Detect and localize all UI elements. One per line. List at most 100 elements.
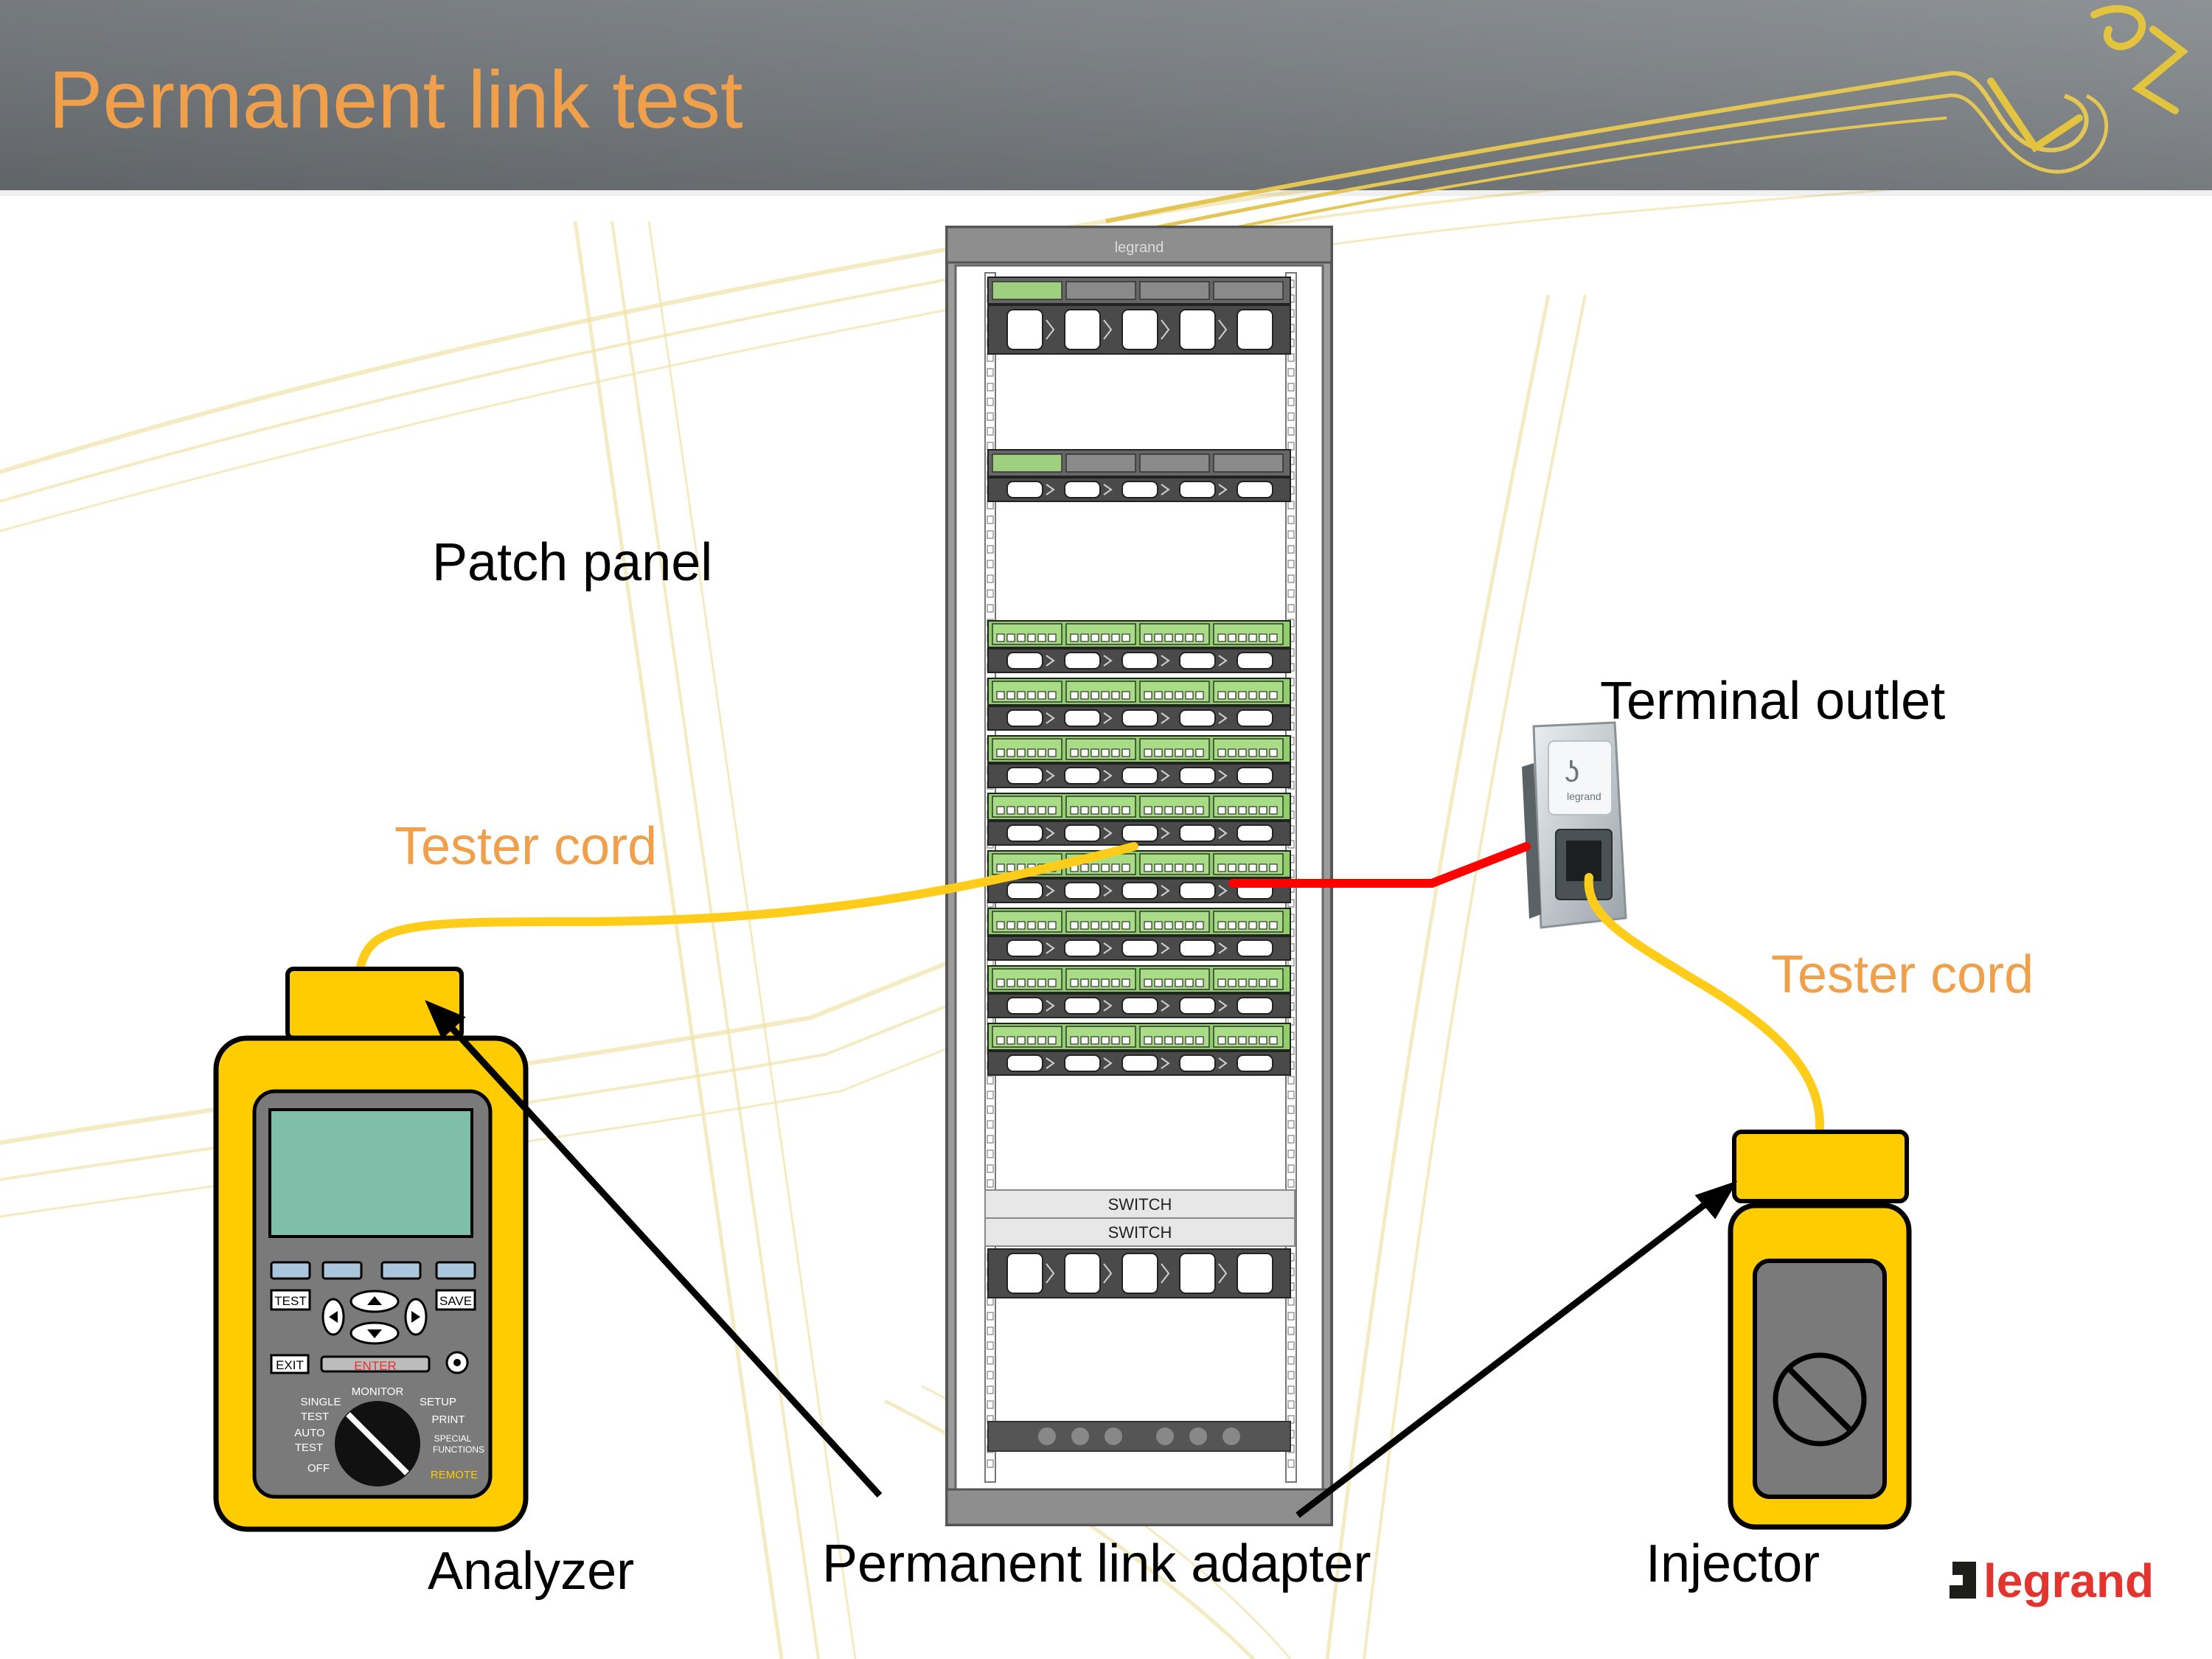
rail-hole (1287, 1135, 1295, 1144)
rail-hole (987, 1459, 994, 1468)
rail-hole (987, 604, 994, 613)
page-title: Permanent link test (49, 55, 743, 145)
patch-panel-row (987, 793, 1291, 821)
arrowhead-analyzer (425, 1000, 466, 1040)
analyzer-device: TEST SAVE EXIT ENTER MONITOR SINGLE TEST (213, 967, 529, 1532)
rail-hole (1287, 1150, 1295, 1158)
label-analyzer: Analyzer (428, 1542, 634, 1601)
rail-hole (1287, 442, 1295, 451)
power-strip (987, 1421, 1291, 1452)
rail-hole (987, 1385, 994, 1394)
rail-hole (1287, 1459, 1295, 1468)
arrowhead-injector (1694, 1180, 1738, 1220)
label-patch-panel: Patch panel (432, 533, 712, 592)
arrows (425, 1000, 1738, 1518)
rail-hole (1287, 1091, 1295, 1099)
label-tester-cord-left: Tester cord (394, 817, 657, 876)
outlet-brand: legrand (1567, 790, 1601, 802)
rail-hole (987, 501, 994, 509)
analyzer-test-key: TEST (274, 1294, 306, 1308)
cable-manager (987, 1051, 1291, 1076)
rail-hole (1287, 397, 1295, 406)
cables (355, 842, 1825, 1133)
dial-test-2: TEST (295, 1441, 323, 1454)
rail-hole (1287, 1297, 1295, 1306)
rail-hole (1287, 383, 1295, 392)
rail-hole (987, 383, 994, 392)
label-permanent-link-adapter: Permanent link adapter (822, 1534, 1371, 1593)
rack-top-brand: legrand (1115, 240, 1164, 256)
cable-manager (987, 706, 1291, 731)
rail-hole (1287, 589, 1295, 598)
rail-hole (987, 1179, 994, 1188)
header-bar: Permanent link test (0, 0, 2212, 237)
cable-manager (987, 648, 1291, 673)
patch-panel-row (987, 735, 1291, 763)
rail-hole (1287, 1400, 1295, 1409)
rail-hole (987, 1371, 994, 1380)
rail-hole (1287, 1326, 1295, 1335)
rail-hole (987, 545, 994, 554)
rail-hole (987, 1164, 994, 1173)
rail-hole (987, 1341, 994, 1350)
rail-hole (1287, 515, 1295, 524)
patch-panels (987, 276, 1291, 1298)
rail-hole (987, 412, 994, 421)
rail-hole (1287, 501, 1295, 509)
rail-hole (987, 1135, 994, 1144)
dial-setup: SETUP (420, 1396, 456, 1408)
header-logo-mark (1987, 5, 2189, 153)
arrow-to-injector-adapter (1295, 1192, 1720, 1518)
injector-device (1728, 1130, 1912, 1530)
server-rack: legrand SWITCH SWITCH (945, 226, 1333, 1526)
label-tester-cord-right: Tester cord (1771, 945, 2034, 1004)
rail-hole (987, 1312, 994, 1321)
rail-hole (987, 560, 994, 568)
patch-panel-row (987, 620, 1291, 648)
rail-hole (987, 442, 994, 451)
rail-hole (987, 1105, 994, 1114)
label-terminal-outlet: Terminal outlet (1600, 672, 1945, 731)
rail-hole (1287, 1385, 1295, 1394)
rail-hole (987, 1150, 994, 1158)
rail-hole (987, 589, 994, 598)
dial-auto: AUTO (294, 1427, 324, 1439)
rail-hole (1287, 1164, 1295, 1173)
rail-hole (987, 368, 994, 377)
rail-hole (987, 1297, 994, 1306)
cable-manager (987, 878, 1291, 903)
rail-hole (987, 1400, 994, 1409)
rail-hole (987, 1326, 994, 1335)
switch-label-2: SWITCH (1108, 1223, 1172, 1242)
cable-manager (987, 993, 1291, 1018)
patch-panel-row (987, 1023, 1291, 1051)
rail-hole (987, 1120, 994, 1129)
patch-panel-row (987, 678, 1291, 706)
dial-remote: REMOTE (431, 1469, 478, 1481)
rail-hole (987, 427, 994, 436)
tester-cord-left-cable (355, 842, 1138, 975)
dial-special: SPECIAL (434, 1433, 472, 1444)
legrand-logo: legrand (1950, 1554, 2154, 1607)
terminal-outlet: ʖ legrand (1522, 721, 1627, 929)
outlet-logo: ʖ (1565, 756, 1579, 788)
patch-panel-row (987, 965, 1291, 993)
red-permanent-link (1228, 842, 1531, 888)
label-injector: Injector (1646, 1534, 1820, 1593)
rail-hole (1287, 1179, 1295, 1188)
rail-hole (1287, 604, 1295, 613)
switch-unit-2: SWITCH (984, 1217, 1295, 1247)
cable-manager (987, 477, 1291, 502)
brand-wordmark: legrand (1983, 1554, 2154, 1607)
switch-unit-1: SWITCH (984, 1189, 1295, 1219)
dial-single: SINGLE (300, 1396, 341, 1408)
tester-cord-right-cable (1584, 873, 1825, 1133)
header-swoosh (1105, 71, 2109, 237)
dial-test-1: TEST (301, 1411, 329, 1423)
switch-label-1: SWITCH (1108, 1195, 1172, 1214)
rail-hole (1287, 545, 1295, 554)
rail-hole (1287, 1312, 1295, 1321)
rail-hole (1287, 412, 1295, 421)
